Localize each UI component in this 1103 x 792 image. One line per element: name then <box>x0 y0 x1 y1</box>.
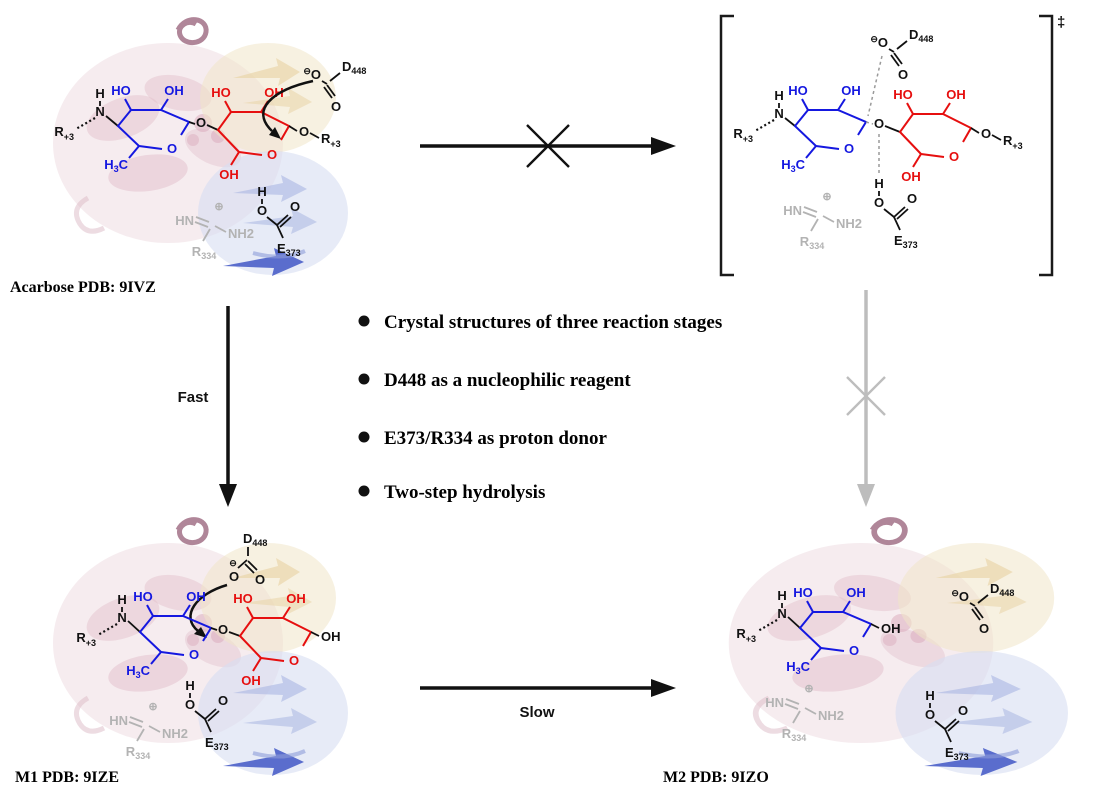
partial-bond <box>865 121 874 125</box>
partial-bond <box>867 55 883 117</box>
panel-transition-state: ‡ O O R+3 <box>719 14 1065 277</box>
arrow-fast: Fast <box>178 306 237 507</box>
bond <box>127 620 141 633</box>
r3-label: R+3 <box>1003 133 1023 151</box>
bond <box>288 125 298 132</box>
bond <box>309 132 320 139</box>
glycosidic-oxygen-label: O <box>874 116 884 131</box>
hydroxyl-label: OH <box>881 621 901 636</box>
leaving-oxygen-label: O <box>299 124 309 139</box>
nucleophilic-attack-arrow <box>262 79 314 132</box>
r3-label: R+3 <box>321 131 341 149</box>
cross-mark-icon <box>526 124 570 168</box>
panel-caption-m1: M1 PDB: 9IZE <box>15 769 119 786</box>
bullet-dot-icon <box>358 431 370 443</box>
attack-arrowhead-icon <box>269 127 281 139</box>
glycosidic-oxygen-label: O <box>196 115 206 130</box>
double-dagger-icon: ‡ <box>1057 14 1065 31</box>
bond <box>970 127 980 134</box>
bracket-left <box>719 14 734 277</box>
panel-m2: OH M2 PDB: 9IZO <box>663 520 1068 786</box>
bond <box>206 124 219 131</box>
arrowhead-icon <box>219 484 237 507</box>
bond <box>310 631 320 637</box>
hydroxyl-label: OH <box>321 629 341 644</box>
arrow-slow: Slow <box>420 679 676 721</box>
bond <box>991 134 1002 141</box>
bond <box>105 115 119 127</box>
leaving-oxygen-label: O <box>981 126 991 141</box>
bullet-text: Crystal structures of three reaction sta… <box>384 312 722 333</box>
bullet-list: Crystal structures of three reaction sta… <box>358 312 722 503</box>
bond <box>228 631 241 637</box>
arrowhead-icon <box>651 137 676 155</box>
panel-m1: O OH M1 PDB: 9IZE <box>15 520 348 786</box>
bracket-right <box>1039 14 1054 277</box>
bond <box>210 627 218 631</box>
bullet-dot-icon <box>358 373 370 385</box>
cross-mark-gray-icon <box>846 376 886 416</box>
arrowhead-gray-icon <box>857 484 875 507</box>
attack-arrowhead-icon <box>194 627 207 638</box>
bullet-text: D448 as a nucleophilic reagent <box>384 370 631 391</box>
fast-label: Fast <box>178 389 209 406</box>
panel-caption-acarbose: Acarbose PDB: 9IVZ <box>10 279 156 296</box>
bond <box>188 121 196 125</box>
bullet-text: E373/R334 as proton donor <box>384 428 608 449</box>
bond <box>870 623 880 629</box>
bullet-dot-icon <box>358 485 370 497</box>
panel-acarbose: O O R+3 Acarbose PDB: 9IVZ <box>10 20 368 296</box>
bond <box>884 125 901 133</box>
arrow-no-direct-path <box>420 124 676 168</box>
bond <box>787 616 801 629</box>
slow-label: Slow <box>519 704 554 721</box>
bullet-text: Two-step hydrolysis <box>384 482 545 503</box>
arrowhead-icon <box>651 679 676 697</box>
bullet-dot-icon <box>358 315 370 327</box>
panel-caption-m2: M2 PDB: 9IZO <box>663 769 769 786</box>
glycosidic-oxygen-label: O <box>218 622 228 637</box>
arrow-blocked-gray <box>846 290 886 507</box>
bond <box>784 117 796 127</box>
nucleophilic-attack-arrow <box>189 583 228 632</box>
